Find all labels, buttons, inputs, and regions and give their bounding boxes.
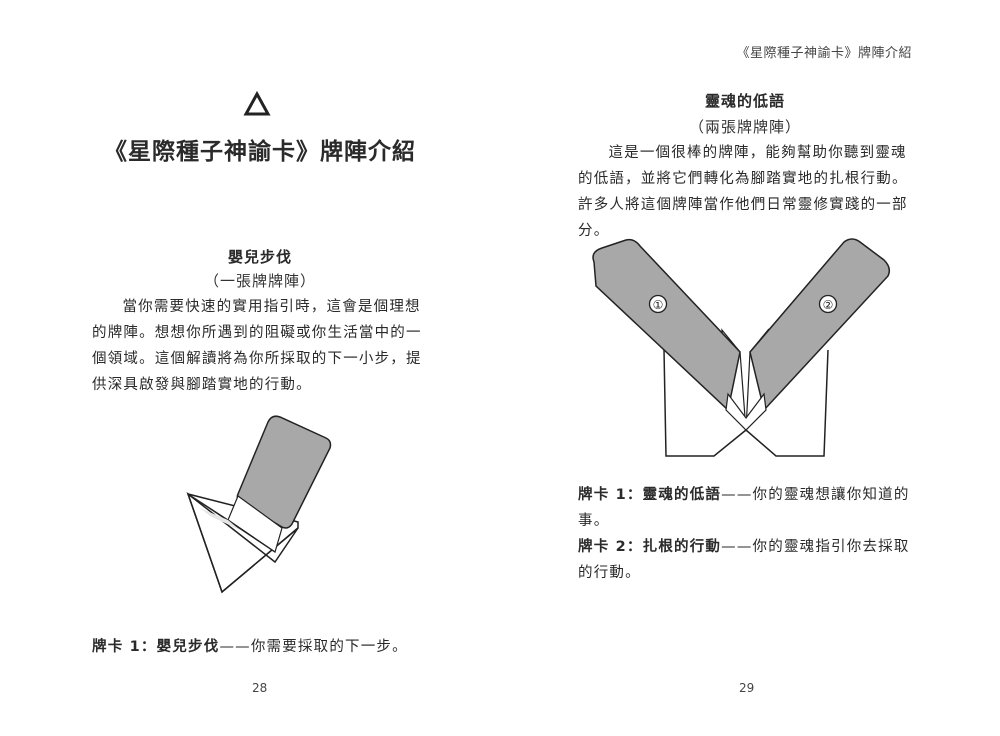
baby-steps-spread-diagram [186,415,332,594]
spread-subtitle-two-card: （兩張牌牌陣） [688,118,801,136]
legend-card-2-text: ——你的靈魂指引你去採取的行動。 [578,539,910,581]
page-number: 29 [739,681,755,695]
spread-title-baby-steps: 嬰兒步伐 [227,248,292,266]
legend-card-2: 牌卡 2：扎根的行動——你的靈魂指引你去採取的行動。 [578,534,918,586]
spread-description: 這是一個很棒的牌陣，能夠幫助你聽到靈魂的低語，並將它們轉化為腳踏實地的扎根行動。… [578,145,908,239]
legend-card-1-label: 牌卡 1：嬰兒步伐 [92,639,220,655]
soul-whisper-spread-diagram: ① ② [592,238,891,457]
card-2-grounded-action: ② [749,238,891,412]
right-page: 《星際種子神諭卡》牌陣介紹 靈魂的低語 （兩張牌牌陣） 這是一個很棒的牌陣，能夠… [500,0,1000,736]
legend-card-1: 牌卡 1：嬰兒步伐——你需要採取的下一步。 [92,634,452,660]
card-1-soul-whisper: ① [592,238,741,412]
page-number: 28 [252,681,268,695]
legend-card-1-text: ——你的靈魂想讓你知道的事。 [578,487,910,529]
card-marker-2: ② [823,298,834,312]
left-page: 《星際種子神諭卡》牌陣介紹 嬰兒步伐 （一張牌牌陣） 當你需要快速的實用指引時，… [92,90,452,695]
chapter-title: 《星際種子神諭卡》牌陣介紹 [104,139,416,165]
legend-card-1-text: ——你需要採取的下一步。 [219,639,408,655]
card-1-baby-step [227,415,332,553]
spread-description: 當你需要快速的實用指引時，這會是個理想的牌陣。想想你所遇到的阻礙或你生活當中的一… [92,299,422,393]
triangle-icon [243,90,271,116]
running-head: 《星際種子神諭卡》牌陣介紹 [736,46,912,61]
legend-card-1: 牌卡 1：靈魂的低語——你的靈魂想讓你知道的事。 [578,482,918,534]
spread-subtitle-one-card: （一張牌牌陣） [203,272,316,290]
legend-card-2-label: 牌卡 2：扎根的行動 [578,539,722,555]
card-marker-1: ① [653,298,664,312]
legend-card-1-label: 牌卡 1：靈魂的低語 [578,487,722,503]
spread-title-soul-whisper: 靈魂的低語 [704,92,785,110]
